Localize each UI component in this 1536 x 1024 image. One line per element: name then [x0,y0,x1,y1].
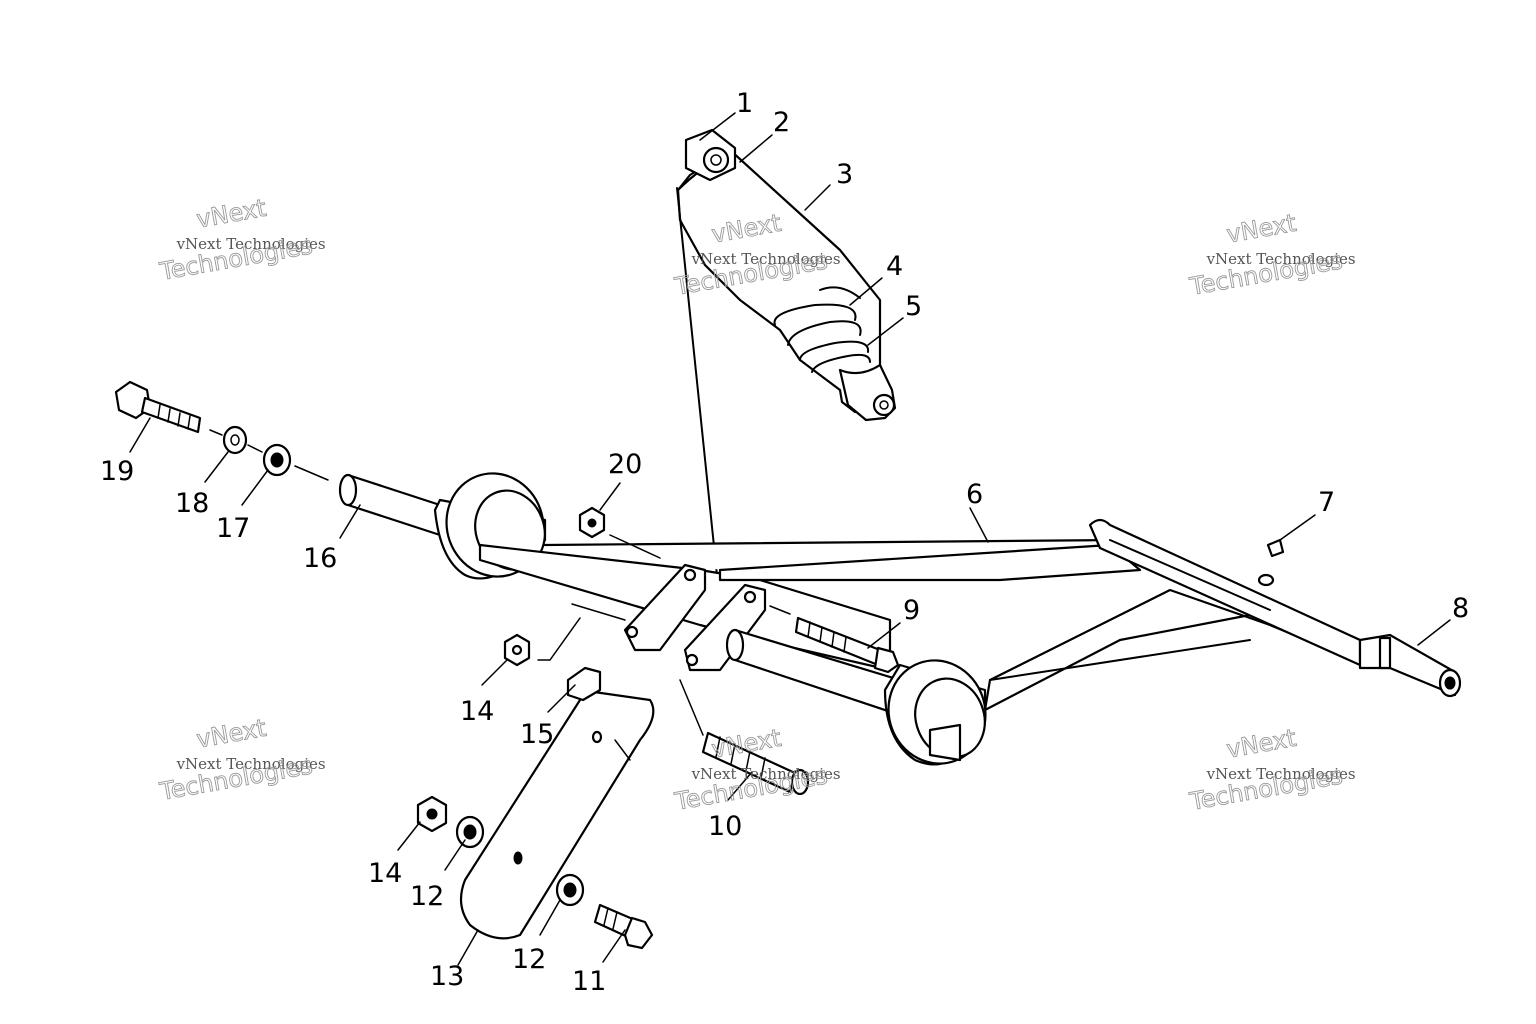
callout-1: 1 [736,88,753,119]
watermark-word: vNext [709,724,783,764]
callout-5: 5 [905,291,922,322]
callout-16: 16 [303,543,337,574]
watermark-line: vNext Technologies [691,250,841,268]
washer-18 [222,425,248,455]
washer-12-lower [555,873,585,907]
grease-fitting-7 [1257,538,1285,587]
callout-11: 11 [572,966,606,997]
watermark-line: vNext Technologies [1206,250,1356,268]
callout-13: 13 [430,961,464,992]
watermark-line: vNext Technologies [176,235,326,253]
watermark-word: vNext [194,194,268,234]
cross-shaft-16 [338,473,442,537]
callout-14-upper: 14 [460,696,494,727]
leader-lines [129,112,1451,966]
callout-19: 19 [100,456,134,487]
callout-15: 15 [520,719,554,750]
mounting-bracket-right [683,583,767,672]
watermark-word: vNext [194,714,268,754]
callout-12-upper: 12 [410,881,444,912]
callout-8: 8 [1452,593,1469,624]
callout-10: 10 [708,811,742,842]
nut-14-upper [503,603,626,667]
right-wheel [883,659,987,766]
washer-17 [262,443,292,477]
bolt-19 [114,380,202,434]
callout-18: 18 [175,488,209,519]
bolt-10 [679,679,810,796]
watermark-line: vNext Technologies [1206,765,1356,783]
watermark-line: vNext Technologies [691,765,841,783]
callout-14-lower: 14 [368,858,402,889]
mounting-bracket-left [623,563,707,652]
callout-7: 7 [1318,487,1335,518]
callout-4: 4 [886,251,903,282]
washer-12-upper [455,815,485,849]
bolt-11 [593,903,654,950]
watermark-bottom-left: vNext vNext Technologies Technologies [156,713,326,806]
shock-absorber [676,128,897,586]
callout-20: 20 [608,449,642,480]
watermark-bottom-right: vNext vNext Technologies Technologies [1186,723,1356,816]
callout-labels: 1 2 3 4 5 6 7 8 9 10 11 12 12 13 14 14 1… [100,88,1469,997]
callout-12-lower: 12 [512,944,546,975]
callout-6: 6 [966,479,983,510]
callout-17: 17 [216,513,250,544]
watermark-top-left: vNext vNext Technologies Technologies [156,193,326,286]
link-arm-13 [459,666,655,940]
callout-9: 9 [903,595,920,626]
watermark-line: vNext Technologies [176,755,326,773]
axle-end-8 [1358,633,1462,698]
nut-14-lower [416,795,448,833]
watermark-word: vNext [1224,209,1298,249]
watermark-word: vNext [1224,724,1298,764]
callout-3: 3 [836,159,853,190]
watermark-bottom-center: vNext vNext Technologies Technologies [671,723,841,816]
bolt-9 [769,605,900,674]
callout-2: 2 [773,107,790,138]
watermark-top-right: vNext vNext Technologies Technologies [1186,208,1356,301]
nut-20 [578,506,661,559]
